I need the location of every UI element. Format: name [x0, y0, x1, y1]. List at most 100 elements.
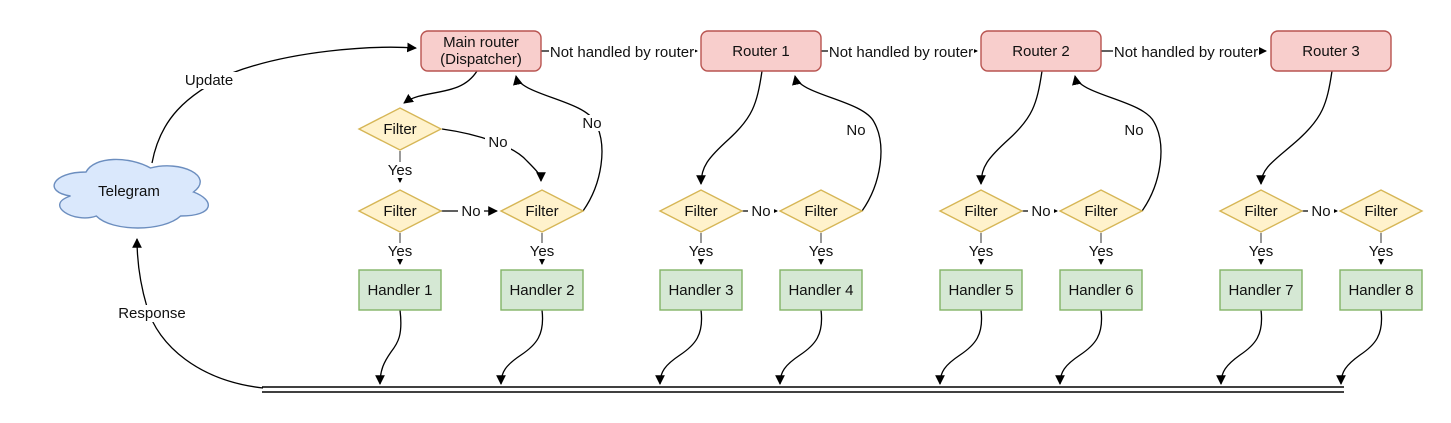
- filter-label: Filter: [1244, 203, 1277, 220]
- handler-node-4: Handler 4: [779, 269, 863, 311]
- not-handled-label-3: Not handled by router: [1113, 43, 1259, 61]
- handler-label: Handler 1: [367, 282, 432, 299]
- svg-text:Not handled by router: Not handled by router: [550, 44, 694, 61]
- handler-label: Handler 8: [1348, 282, 1413, 299]
- filter-pair-no-label-1: No: [458, 203, 484, 220]
- handler-to-bus-edge-2: [496, 309, 544, 385]
- filter-diamond: [1338, 189, 1424, 233]
- cloud-shape: [53, 158, 209, 229]
- filter-pair-no-label-4: No: [1308, 203, 1334, 220]
- router3-box: [1270, 30, 1392, 72]
- svg-text:No: No: [846, 122, 865, 139]
- filter-diamond: [499, 189, 585, 233]
- filter-pair-no-label-2: No: [748, 203, 774, 220]
- svg-text:No: No: [1124, 122, 1143, 139]
- filter-yes-label-6: Yes: [1086, 243, 1116, 260]
- telegram-label: Telegram: [98, 183, 160, 200]
- filter-label: Filter: [1084, 203, 1117, 220]
- filter-yes-label-8: Yes: [1366, 243, 1396, 260]
- svg-text:No: No: [751, 203, 770, 220]
- handler-label: Handler 3: [668, 282, 733, 299]
- svg-text:Yes: Yes: [1369, 243, 1393, 260]
- filter-node-7: Filter: [1218, 189, 1304, 233]
- handler-label: Handler 5: [948, 282, 1013, 299]
- filter-a-no-label: No: [485, 134, 511, 151]
- svg-text:Yes: Yes: [388, 243, 412, 260]
- router2-box: [980, 30, 1102, 72]
- filter-label: Filter: [383, 121, 416, 138]
- svg-text:Yes: Yes: [689, 243, 713, 260]
- filter-node-dispatcher-top: Filter: [357, 107, 443, 151]
- handler-box: [1339, 269, 1423, 311]
- svg-text:Yes: Yes: [1249, 243, 1273, 260]
- svg-text:Yes: Yes: [969, 243, 993, 260]
- filter-a-yes-label: Yes: [385, 162, 415, 179]
- handler-node-7: Handler 7: [1219, 269, 1303, 311]
- filter-pair-no-label-3: No: [1028, 203, 1054, 220]
- router2-to-filter-edge: [976, 70, 1043, 185]
- router2-return-no-edge: [1072, 75, 1162, 212]
- filter-diamond: [357, 189, 443, 233]
- filter-label: Filter: [684, 203, 717, 220]
- filter-label: Filter: [804, 203, 837, 220]
- handler-box: [659, 269, 743, 311]
- handler-label: Handler 7: [1228, 282, 1293, 299]
- handler-box: [358, 269, 442, 311]
- handler-label: Handler 4: [788, 282, 853, 299]
- svg-text:No: No: [461, 203, 480, 220]
- filter-yes-label-4: Yes: [806, 243, 836, 260]
- handler-box: [500, 269, 584, 311]
- handler-node-5: Handler 5: [939, 269, 1023, 311]
- filter-node-2: Filter: [499, 189, 585, 233]
- router1-return-no-edge: [792, 75, 882, 212]
- response-label: Response: [114, 305, 190, 322]
- handler-to-bus-edge-8: [1336, 309, 1383, 385]
- svg-text:Yes: Yes: [1089, 243, 1113, 260]
- filter-diamond: [658, 189, 744, 233]
- router1-label: Router 1: [732, 43, 790, 60]
- svg-text:Yes: Yes: [530, 243, 554, 260]
- svg-text:No: No: [582, 115, 601, 132]
- dispatcher-return-no-label: No: [579, 115, 605, 132]
- filter-yes-label-2: Yes: [527, 243, 557, 260]
- handler-to-bus-edge-3: [655, 309, 703, 385]
- router2-node: Router 2: [980, 30, 1102, 72]
- telegram-cloud-node: Telegram: [53, 158, 209, 229]
- handler-label: Handler 6: [1068, 282, 1133, 299]
- svg-text:Response: Response: [118, 305, 186, 322]
- filter-node-3: Filter: [658, 189, 744, 233]
- handler-to-bus-edge-6: [1055, 309, 1103, 385]
- router3-label: Router 3: [1302, 43, 1360, 60]
- filter-diamond: [938, 189, 1024, 233]
- filter-node-1: Filter: [357, 189, 443, 233]
- router1-to-filter-edge: [696, 70, 763, 185]
- update-edge: [151, 42, 417, 164]
- handler-box: [939, 269, 1023, 311]
- router2-return-no-label: No: [1121, 122, 1147, 139]
- handler-node-1: Handler 1: [358, 269, 442, 311]
- update-label: Update: [181, 72, 237, 89]
- handler-to-bus-edge-4: [775, 309, 823, 385]
- filter-yes-label-5: Yes: [966, 243, 996, 260]
- filter-node-5: Filter: [938, 189, 1024, 233]
- router3-to-filter-edge: [1256, 70, 1333, 185]
- not-handled-label-2: Not handled by router: [828, 43, 974, 61]
- handler-box: [779, 269, 863, 311]
- filter-yes-label-7: Yes: [1246, 243, 1276, 260]
- handler-node-3: Handler 3: [659, 269, 743, 311]
- handler-node-8: Handler 8: [1339, 269, 1423, 311]
- filter-node-6: Filter: [1058, 189, 1144, 233]
- dispatcher-to-filter-edge: [403, 70, 478, 104]
- filter-diamond: [1058, 189, 1144, 233]
- handler-node-2: Handler 2: [500, 269, 584, 311]
- not-handled-label-1: Not handled by router: [549, 43, 695, 61]
- filter-yes-label-1: Yes: [385, 243, 415, 260]
- filter-label: Filter: [525, 203, 558, 220]
- main-router-node: Main router (Dispatcher): [420, 30, 542, 72]
- router2-label: Router 2: [1012, 43, 1070, 60]
- filter-label: Filter: [1364, 203, 1397, 220]
- nodes: Telegram Main router (Dispatcher) Router…: [53, 30, 1424, 311]
- handler-label: Handler 2: [509, 282, 574, 299]
- filter-diamond: [1218, 189, 1304, 233]
